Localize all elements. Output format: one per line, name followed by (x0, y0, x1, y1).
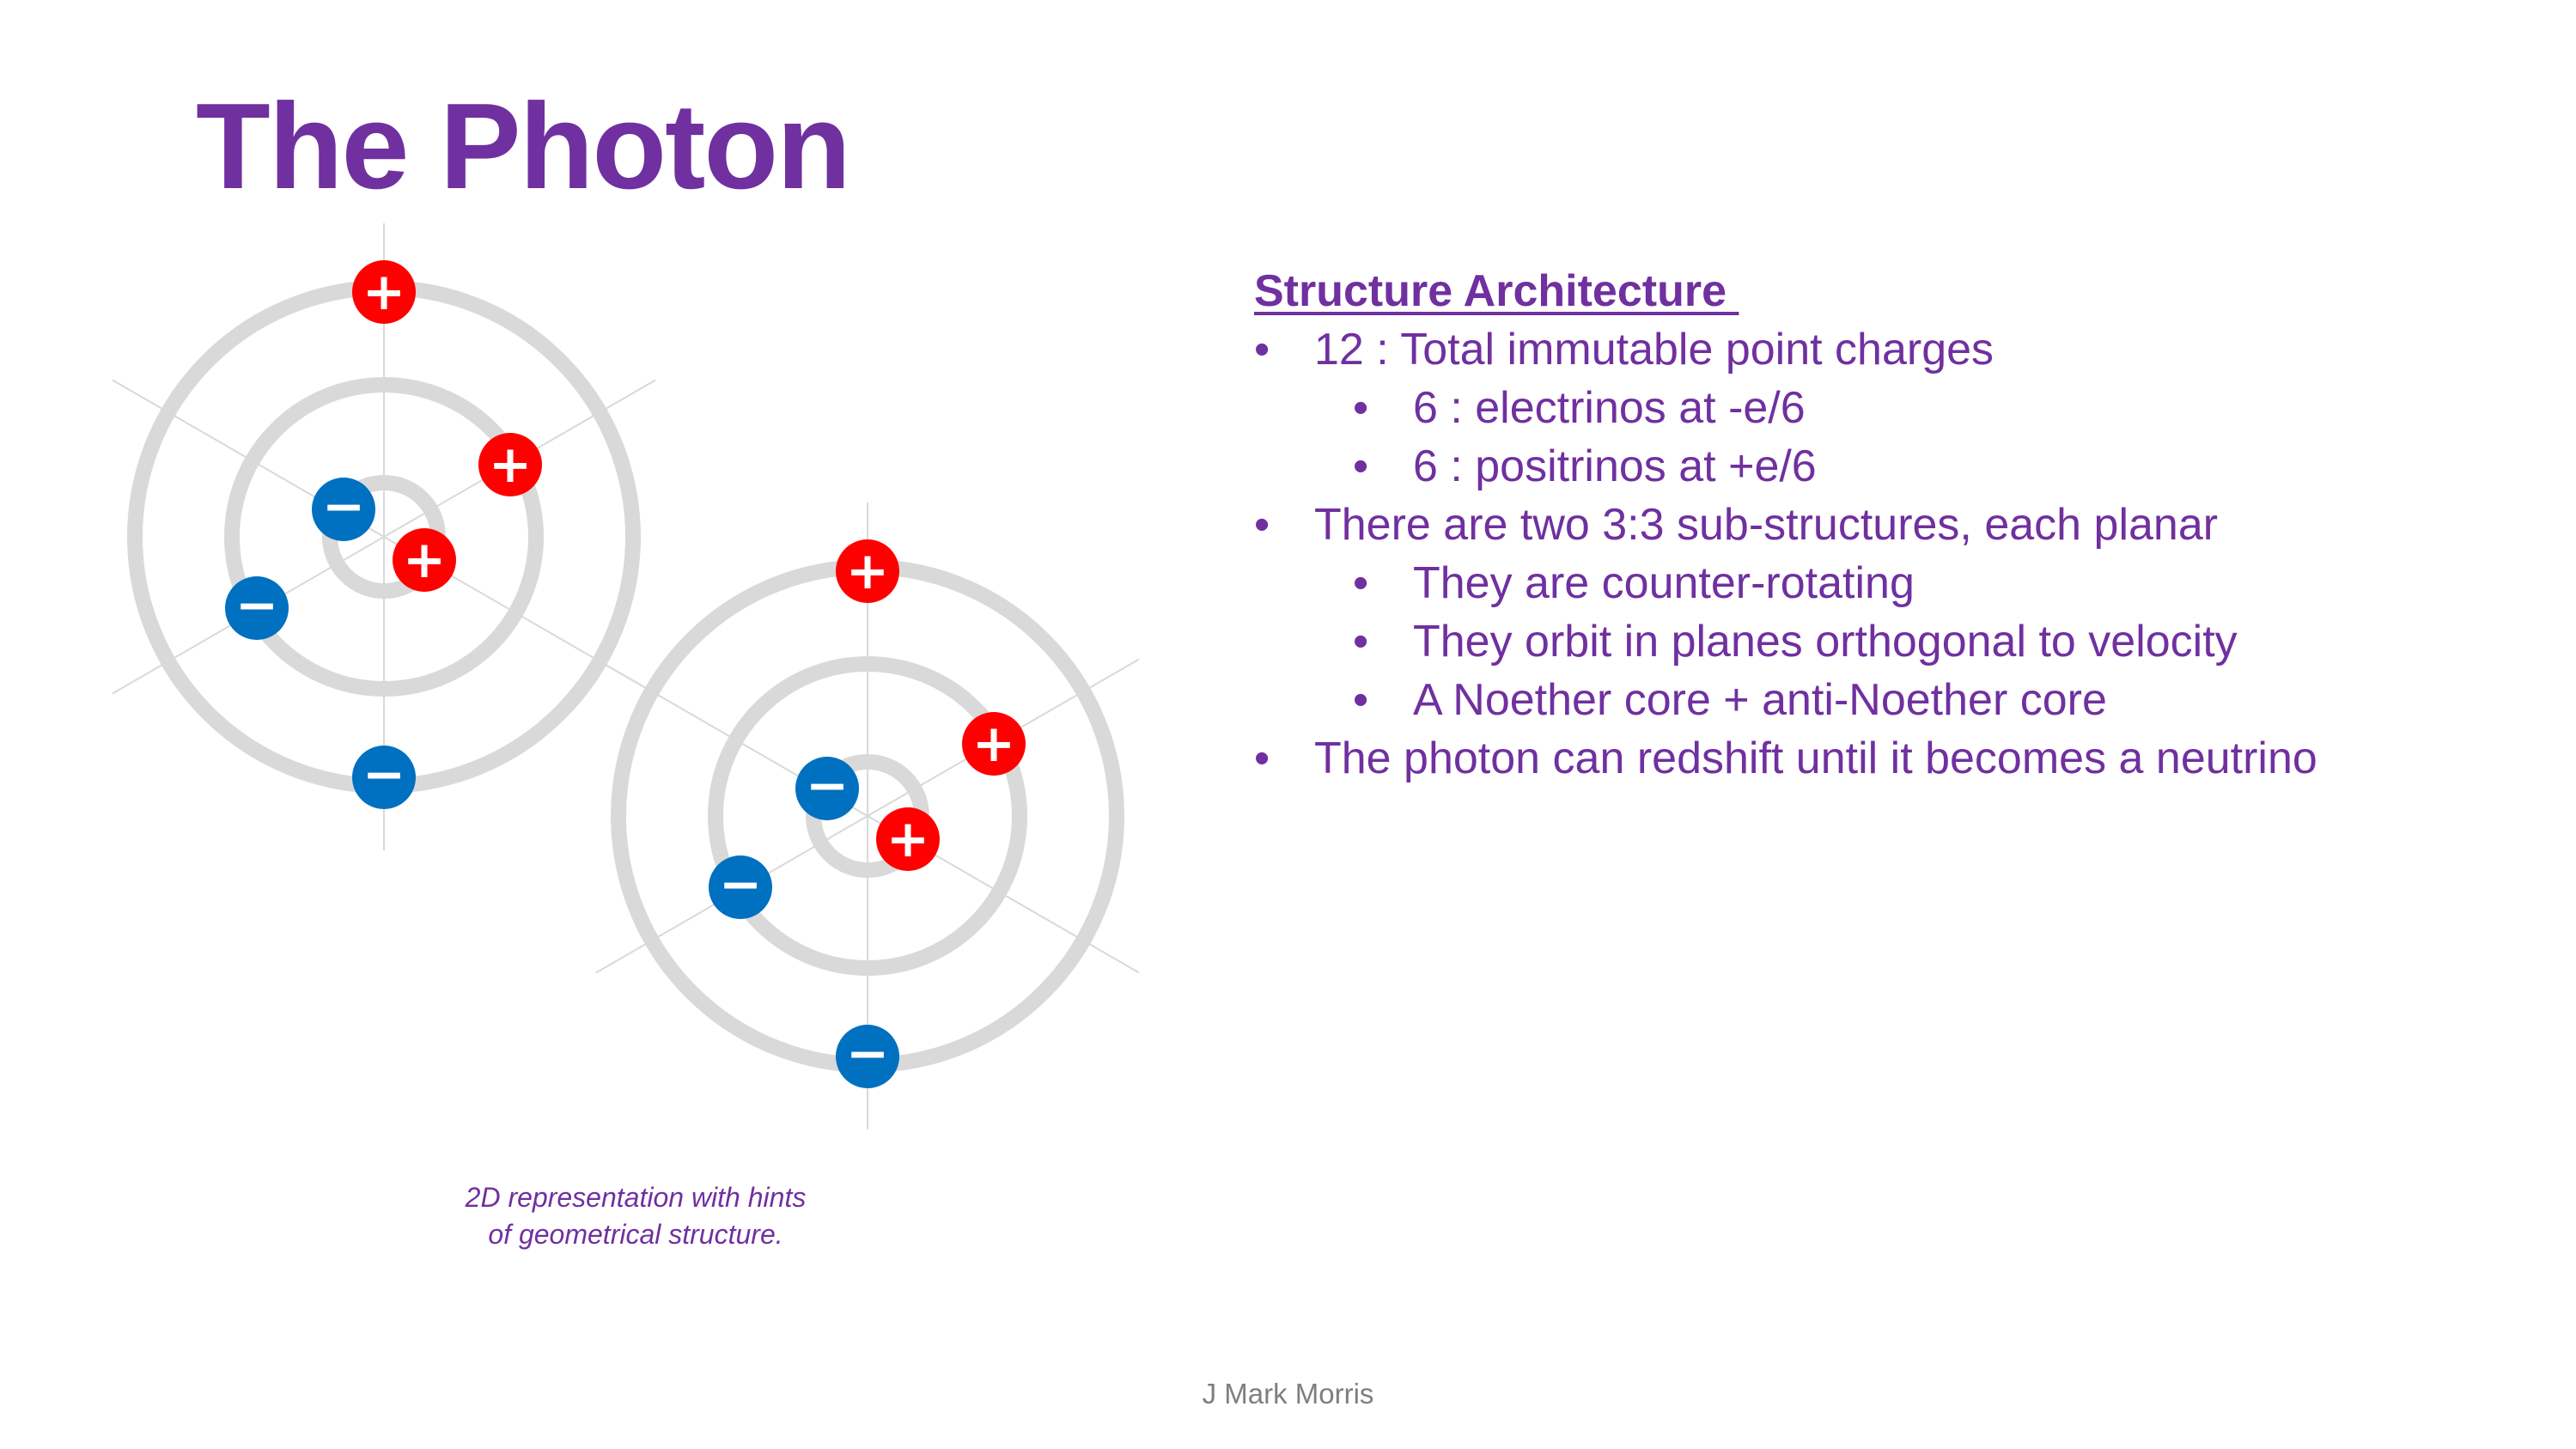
negative-charge: − (795, 756, 859, 820)
diagram-caption: 2D representation with hints of geometri… (369, 1179, 902, 1253)
plus-sign: + (846, 541, 889, 601)
axis-line (595, 658, 1140, 974)
positive-charge: + (393, 528, 456, 592)
sub-bullet-item: 6 : positrinos at +e/6 (1254, 437, 2317, 496)
electrino-marker (225, 576, 289, 640)
negative-charge: − (709, 855, 772, 919)
structure-architecture-section: Structure Architecture 12 : Total immuta… (1254, 262, 2317, 788)
positive-charge: + (876, 807, 940, 871)
positrino-marker (352, 260, 416, 324)
positrino-marker (836, 539, 899, 603)
plus-sign: + (403, 530, 446, 590)
negative-charge: − (836, 1024, 899, 1088)
author-footer: J Mark Morris (1202, 1378, 1374, 1409)
negative-charge: − (312, 477, 375, 541)
plus-sign: + (362, 262, 405, 322)
sub-bullet-item: They are counter-rotating (1254, 554, 2317, 612)
slide-title: The Photon (196, 78, 851, 215)
sub-bullet-item: A Noether core + anti-Noether core (1254, 671, 2317, 729)
plus-sign: + (489, 435, 532, 495)
section-heading: Structure Architecture (1254, 266, 1739, 316)
positrino-marker (478, 433, 542, 496)
positrino-marker (876, 807, 940, 871)
electrino-marker (795, 757, 859, 820)
caption-line: of geometrical structure. (488, 1219, 783, 1250)
plus-sign: + (886, 809, 929, 869)
bullet-item: The photon can redshift until it becomes… (1254, 729, 2317, 788)
axis-line (112, 379, 656, 695)
photon-structure-diagram: +++−−− +++−−− (112, 223, 1140, 1129)
negative-charge: − (225, 575, 289, 640)
minus-sign: − (719, 855, 762, 915)
positive-charge: + (962, 712, 1026, 776)
minus-sign: − (235, 575, 278, 636)
negative-charge: − (352, 745, 416, 809)
positive-charge: + (836, 539, 899, 603)
positrino-marker (393, 528, 456, 592)
orbit-ring (224, 377, 544, 697)
minus-sign: − (322, 477, 365, 537)
positive-charge: + (352, 260, 416, 324)
electrino-marker (352, 746, 416, 809)
minus-sign: − (846, 1024, 889, 1084)
orbit-ring (708, 656, 1027, 976)
minus-sign: − (806, 756, 849, 816)
plus-sign: + (972, 714, 1015, 774)
bullet-item: 12 : Total immutable point charges (1254, 320, 2317, 379)
sub-bullet-item: They orbit in planes orthogonal to veloc… (1254, 612, 2317, 671)
caption-line: 2D representation with hints (465, 1182, 807, 1213)
bullet-item: There are two 3:3 sub-structures, each p… (1254, 496, 2317, 554)
electrino-marker (836, 1025, 899, 1088)
minus-sign: − (362, 745, 405, 805)
right-sub-structure: +++−−− (595, 502, 1140, 1129)
electrino-marker (709, 855, 772, 919)
left-sub-structure: +++−−− (112, 223, 656, 850)
electrino-marker (312, 478, 375, 541)
positive-charge: + (478, 433, 542, 496)
sub-bullet-item: 6 : electrinos at -e/6 (1254, 379, 2317, 437)
positrino-marker (962, 712, 1026, 776)
